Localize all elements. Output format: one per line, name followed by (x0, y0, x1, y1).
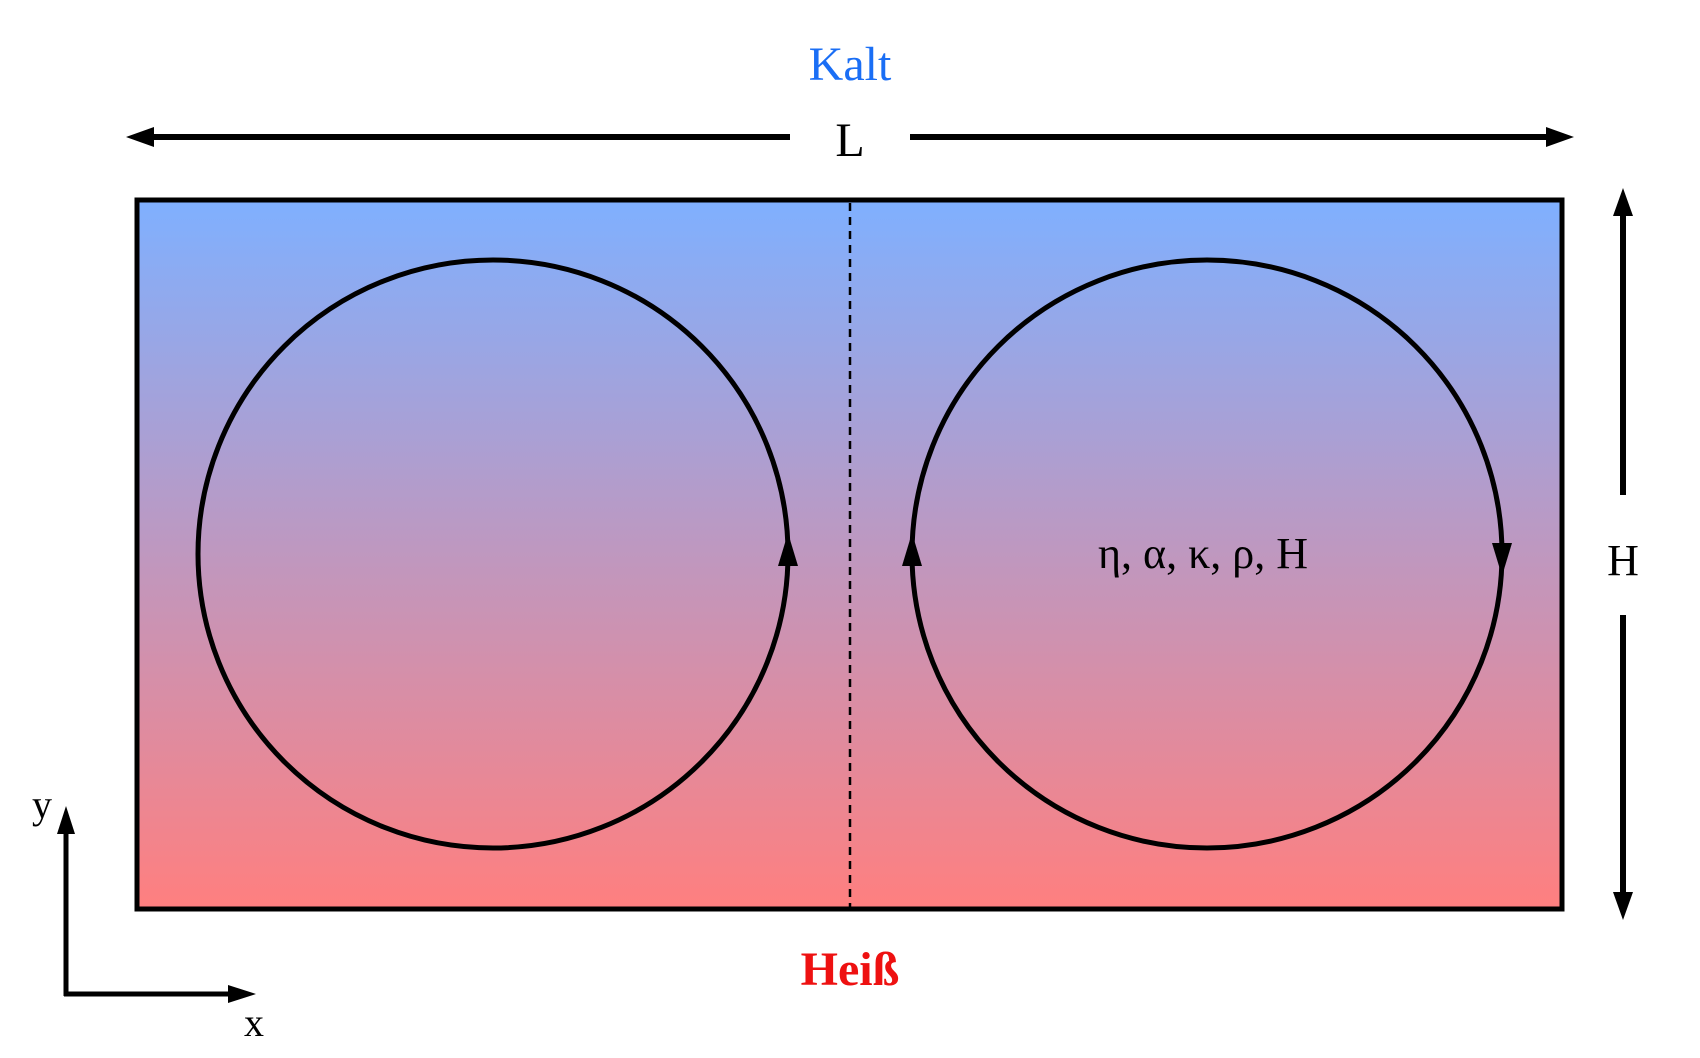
y-axis-label: y (32, 782, 52, 827)
cold-boundary-label: Kalt (809, 38, 892, 91)
left-cell-arrowhead (778, 533, 798, 566)
length-dimension: L (126, 114, 1574, 167)
coordinate-axes: y x (32, 782, 264, 1045)
right-cell-arrowhead-right (1492, 543, 1512, 576)
length-arrow-left-head (126, 127, 154, 147)
parameters-label: η, α, κ, ρ, H (1098, 529, 1308, 578)
x-axis-label: x (244, 1000, 264, 1045)
right-convection-cell (902, 257, 1512, 851)
x-axis-arrowhead (228, 985, 256, 1003)
left-convection-cell (195, 257, 798, 851)
length-label: L (835, 114, 864, 167)
hot-boundary-label: Heiß (801, 943, 900, 996)
right-cell-arrowhead-left (902, 533, 922, 566)
length-arrow-right-head (1546, 127, 1574, 147)
height-arrow-bottom-head (1613, 892, 1633, 920)
height-dimension: H (1607, 188, 1639, 920)
height-arrow-top-head (1613, 188, 1633, 216)
height-label: H (1607, 536, 1639, 585)
y-axis-arrowhead (57, 806, 75, 834)
